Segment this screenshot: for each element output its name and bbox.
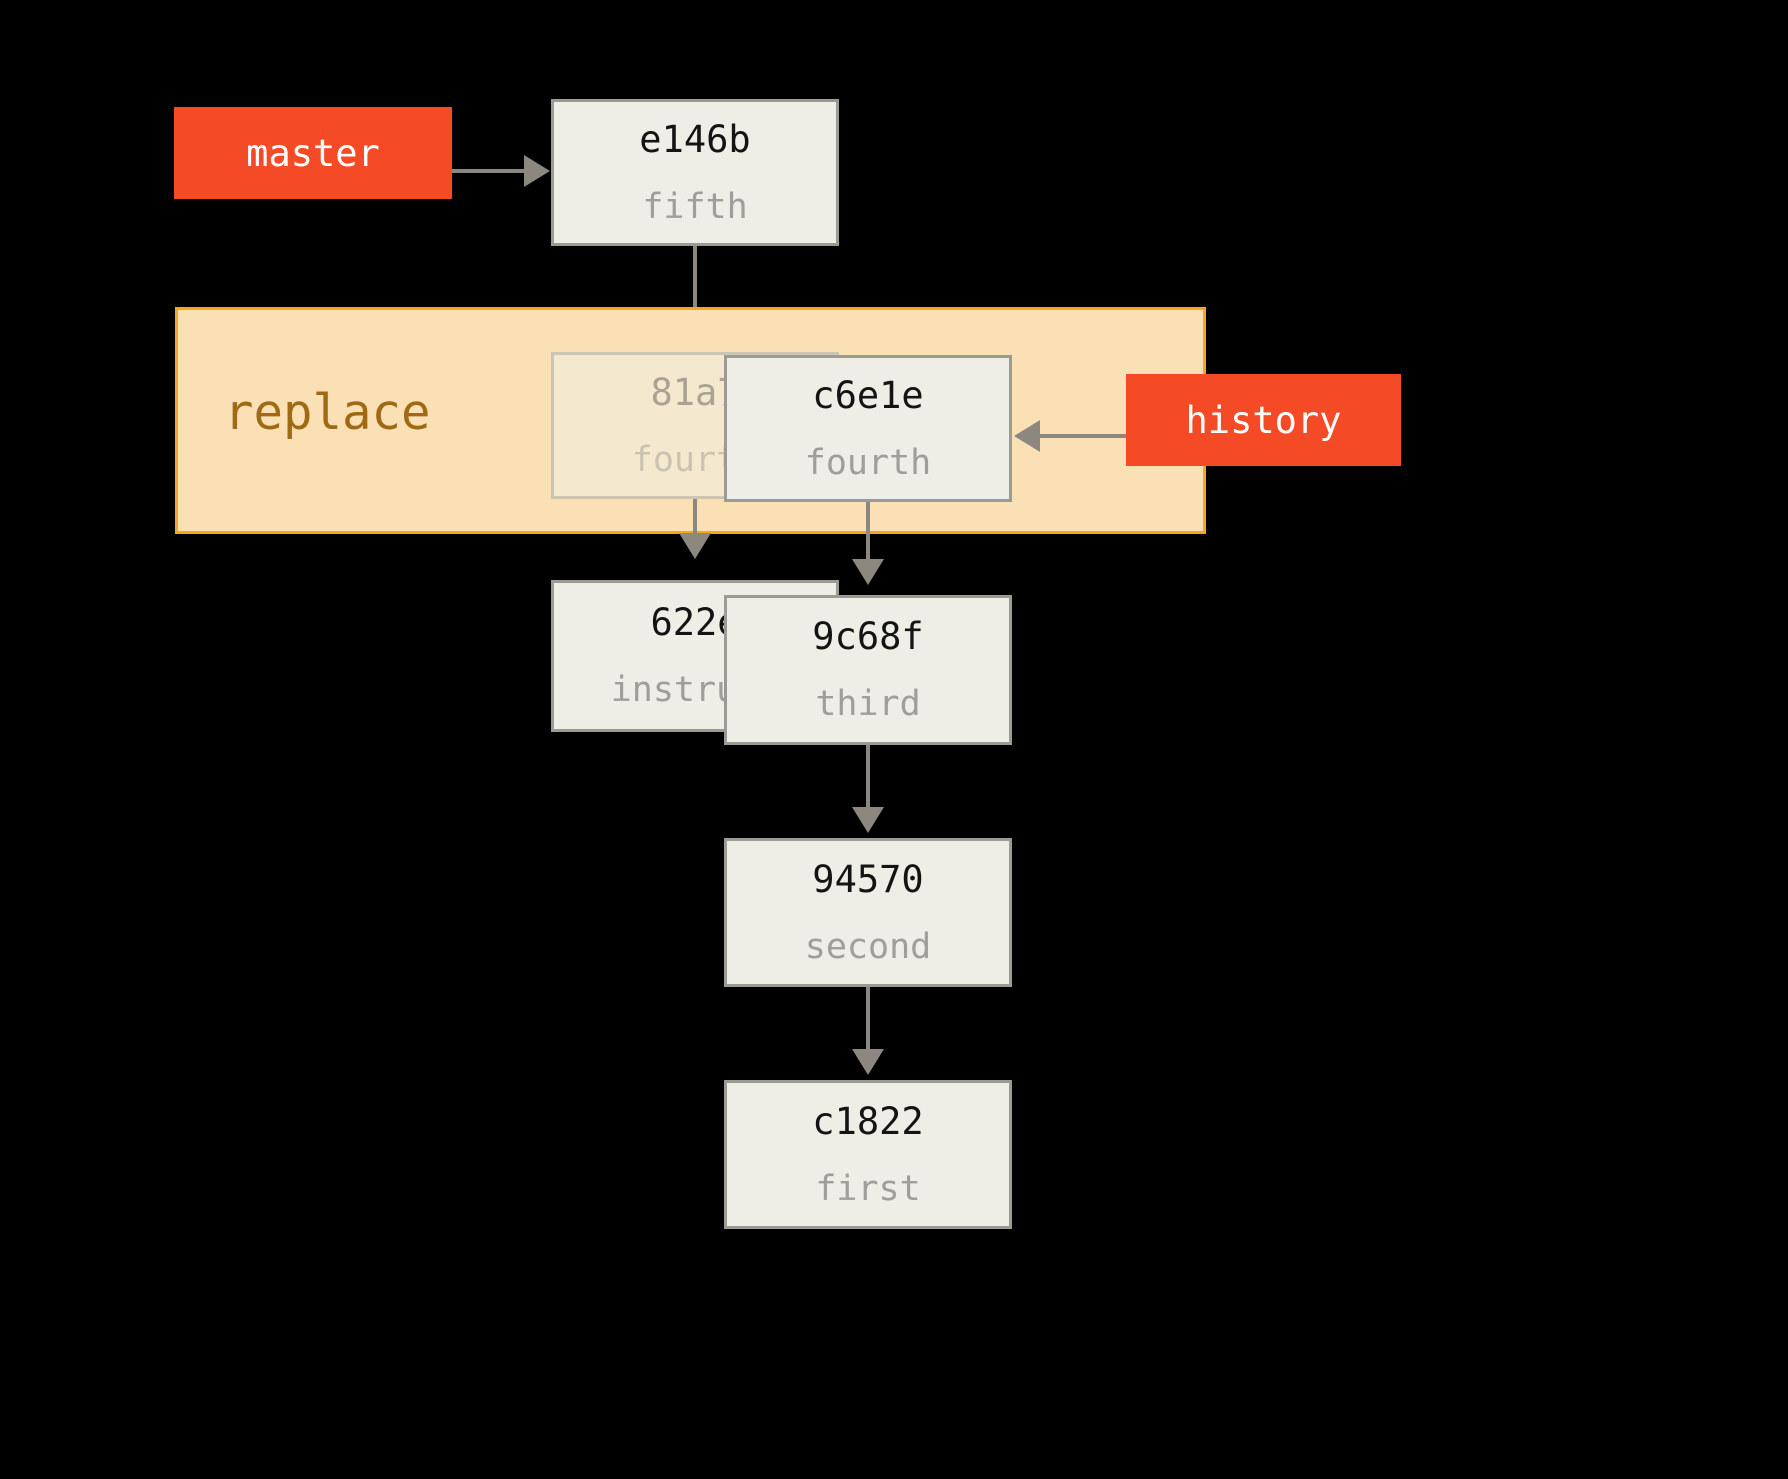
edge-94570-to-c1822 bbox=[866, 987, 870, 1055]
ref-label-history-text: history bbox=[1185, 398, 1342, 442]
commit-node-94570[interactable]: 94570 second bbox=[724, 838, 1012, 987]
commit-message-e146b: fifth bbox=[642, 186, 748, 227]
arrowhead-c6e1e-to-9c68f bbox=[852, 559, 884, 585]
commit-node-c1822[interactable]: c1822 first bbox=[724, 1080, 1012, 1229]
edge-e146b-to-81a7 bbox=[693, 246, 697, 356]
commit-message-9c68f: third bbox=[815, 684, 921, 724]
commit-message-c1822: first bbox=[815, 1168, 921, 1209]
commit-message-c6e1e: fourth bbox=[804, 442, 932, 483]
commit-node-c6e1e[interactable]: c6e1e fourth bbox=[724, 355, 1012, 502]
commit-sha-e146b: e146b bbox=[639, 117, 751, 161]
commit-sha-c6e1e: c6e1e bbox=[812, 373, 924, 417]
edge-master-to-e146b bbox=[452, 169, 530, 173]
replace-group-title: replace bbox=[224, 384, 431, 441]
commit-message-94570: second bbox=[804, 926, 932, 967]
arrowhead-81a7-to-622e bbox=[679, 533, 711, 559]
commit-sha-94570: 94570 bbox=[812, 857, 924, 901]
arrowhead-9c68f-to-94570 bbox=[852, 807, 884, 833]
arrowhead-94570-to-c1822 bbox=[852, 1049, 884, 1075]
edge-history-to-c6e1e bbox=[1040, 434, 1130, 438]
edge-81a7-to-622e bbox=[693, 499, 697, 549]
commit-node-9c68f[interactable]: 9c68f third bbox=[724, 595, 1012, 745]
arrowhead-master-to-e146b bbox=[524, 155, 550, 187]
edge-9c68f-to-94570 bbox=[866, 745, 870, 813]
commit-sha-9c68f: 9c68f bbox=[812, 615, 924, 658]
arrowhead-history-to-c6e1e bbox=[1014, 420, 1040, 452]
edge-c6e1e-to-9c68f bbox=[866, 502, 870, 564]
ref-label-history[interactable]: history bbox=[1126, 374, 1401, 466]
commit-node-e146b[interactable]: e146b fifth bbox=[551, 99, 839, 246]
commit-sha-c1822: c1822 bbox=[812, 1099, 924, 1143]
ref-label-master[interactable]: master bbox=[174, 107, 452, 199]
ref-label-master-text: master bbox=[246, 131, 380, 175]
